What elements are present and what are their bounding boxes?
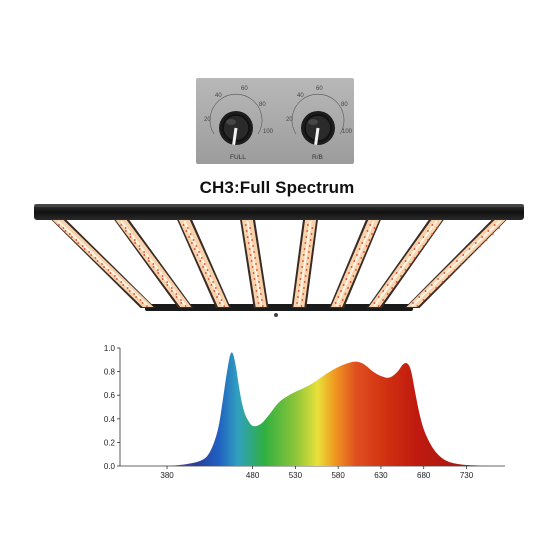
y-tick-label: 0.2 <box>104 438 116 447</box>
led-grow-light-fixture <box>34 204 524 317</box>
right-dial-scale: 20 40 60 80 100 <box>286 86 353 135</box>
fixture-top-frame <box>34 204 524 220</box>
dimmer-panel-graphic: 20 40 60 80 100 20 40 60 80 100 <box>204 86 353 161</box>
x-tick-label: 630 <box>374 471 388 480</box>
spectrum-title: CH3:Full Spectrum <box>199 178 355 197</box>
y-tick-label: 0.4 <box>104 415 116 424</box>
spectrum-area <box>167 352 501 466</box>
right-dial-mark-40: 40 <box>297 93 304 99</box>
left-dial-mark-100: 100 <box>263 129 274 135</box>
spectrum-chart: 0.0 0.2 0.4 0.6 0.8 1.0 380 480 530 580 630 680 730 <box>104 344 505 480</box>
fixture-bottom-frame <box>145 304 413 311</box>
led-bar-6 <box>329 219 382 308</box>
x-tick-label: 680 <box>417 471 431 480</box>
y-tick-label: 0.8 <box>104 368 116 377</box>
x-tick-label: 530 <box>289 471 303 480</box>
x-tick-label: 380 <box>160 471 174 480</box>
led-bar-7 <box>366 219 445 308</box>
x-axis: 380 480 530 580 630 680 730 <box>120 465 505 480</box>
right-dial-mark-100: 100 <box>342 129 353 135</box>
left-dial-mark-20: 20 <box>204 117 211 123</box>
y-tick-label: 0.0 <box>104 462 116 471</box>
led-bar-4 <box>239 219 269 308</box>
y-tick-label: 1.0 <box>104 344 116 353</box>
x-tick-label: 480 <box>246 471 260 480</box>
y-axis: 0.0 0.2 0.4 0.6 0.8 1.0 <box>104 344 121 471</box>
led-bar-5 <box>291 219 319 308</box>
rb-knob-label: R/B <box>312 154 323 161</box>
full-knob-label: FULL <box>230 154 246 161</box>
right-dial-mark-60: 60 <box>316 86 323 92</box>
led-bars <box>50 219 508 308</box>
left-dial-mark-60: 60 <box>241 86 248 92</box>
x-tick-label: 730 <box>460 471 474 480</box>
rb-knob[interactable] <box>301 111 335 146</box>
left-dial-mark-40: 40 <box>215 93 222 99</box>
left-dial-mark-80: 80 <box>259 102 266 108</box>
led-bar-2 <box>113 219 194 308</box>
led-bar-8 <box>404 219 508 308</box>
dimmer-control-panel: 20 40 60 80 100 20 40 60 80 100 <box>196 78 354 164</box>
x-tick-label: 580 <box>331 471 345 480</box>
y-tick-label: 0.6 <box>104 391 116 400</box>
right-dial-mark-20: 20 <box>286 117 293 123</box>
led-bar-1 <box>50 219 156 308</box>
left-dial-scale: 20 40 60 80 100 <box>204 86 274 135</box>
right-dial-mark-80: 80 <box>341 102 348 108</box>
full-knob[interactable] <box>219 111 253 146</box>
led-bar-3 <box>176 219 231 308</box>
